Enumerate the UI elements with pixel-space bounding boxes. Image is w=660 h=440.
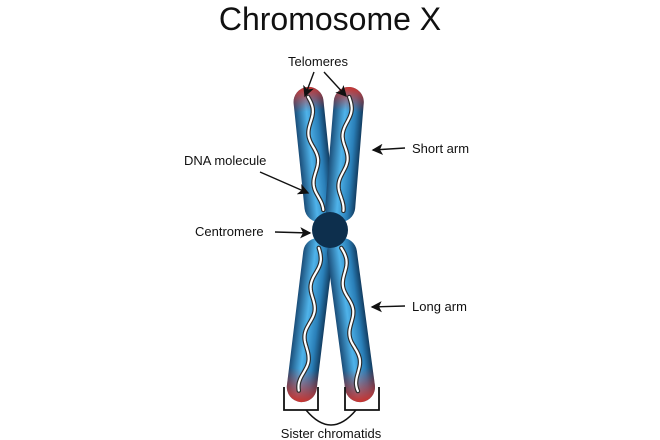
diagram-title: Chromosome X	[219, 1, 441, 37]
bracket-left	[283, 387, 319, 411]
label-sister-chromatids: Sister chromatids	[281, 426, 382, 440]
chromosome	[286, 86, 376, 403]
dna-strand	[306, 95, 325, 212]
chromatid-lower-left	[286, 237, 334, 403]
label-centromere: Centromere	[195, 224, 264, 239]
arrow-telomere-left	[303, 71, 315, 98]
label-long-arm: Long arm	[412, 299, 467, 314]
chromatid-lower-right	[326, 237, 376, 403]
chromatid-upper-right	[325, 86, 364, 223]
arrow-long-arm	[370, 301, 406, 313]
bracket-connector	[305, 409, 357, 426]
arrow-centromere	[274, 227, 312, 239]
dna-strand	[340, 246, 362, 393]
centromere-shape	[312, 212, 348, 248]
arrow-short-arm	[371, 143, 406, 155]
label-telomeres: Telomeres	[288, 54, 348, 69]
dna-strand	[337, 95, 353, 212]
label-dna-molecule: DNA molecule	[184, 153, 266, 168]
arrow-telomere-right	[323, 71, 347, 98]
label-short-arm: Short arm	[412, 141, 469, 156]
bracket-right	[344, 387, 380, 411]
dna-strand	[297, 246, 322, 392]
telomere-shading	[325, 86, 364, 223]
arrow-dna-molecule	[259, 171, 310, 195]
